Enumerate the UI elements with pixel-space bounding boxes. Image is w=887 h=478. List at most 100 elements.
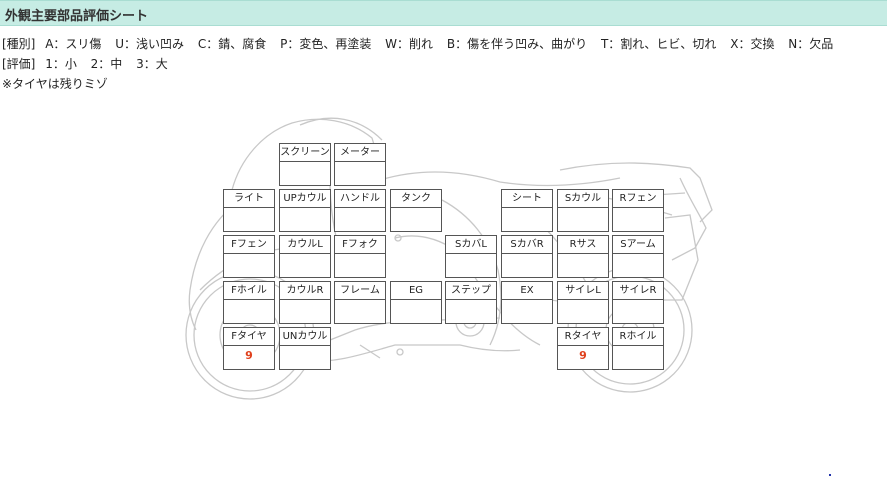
- part-label: タンク: [391, 190, 441, 208]
- part-rating-value[interactable]: [558, 255, 608, 277]
- part-cell[interactable]: Sカウル: [557, 189, 609, 232]
- corner-marker: [829, 474, 831, 476]
- part-rating-value[interactable]: [502, 255, 552, 277]
- part-rating-value[interactable]: [446, 255, 496, 277]
- damage-type-lead: [種別]: [2, 37, 36, 51]
- part-cell[interactable]: EG: [390, 281, 442, 324]
- part-rating-value[interactable]: [335, 163, 385, 185]
- part-label: カウルR: [280, 282, 330, 300]
- part-rating-value[interactable]: [335, 255, 385, 277]
- part-label: Sアーム: [613, 236, 663, 254]
- rating-1: 1：小: [45, 57, 77, 71]
- part-rating-value[interactable]: [558, 301, 608, 323]
- part-label: ステップ: [446, 282, 496, 300]
- part-label: メーター: [335, 144, 385, 162]
- part-cell[interactable]: ハンドル: [334, 189, 386, 232]
- part-label: SカバR: [502, 236, 552, 254]
- tire-note: ※タイヤは残りミゾ: [2, 77, 108, 91]
- part-cell[interactable]: EX: [501, 281, 553, 324]
- part-label: Rタイヤ: [558, 328, 608, 346]
- part-label: ハンドル: [335, 190, 385, 208]
- part-rating-value[interactable]: [613, 301, 663, 323]
- part-cell[interactable]: Fタイヤ 9: [223, 327, 275, 370]
- part-label: Fフォク: [335, 236, 385, 254]
- rating-legend: [評価] 1：小 2：中 3：大: [2, 55, 178, 72]
- part-cell[interactable]: ライト: [223, 189, 275, 232]
- part-label: Fフェン: [224, 236, 274, 254]
- part-cell[interactable]: Rフェン: [612, 189, 664, 232]
- part-cell[interactable]: サイレR: [612, 281, 664, 324]
- damage-type-c: C：錆、腐食: [197, 37, 267, 51]
- part-label: サイレL: [558, 282, 608, 300]
- part-rating-value[interactable]: [224, 255, 274, 277]
- part-rating-value[interactable]: 9: [245, 349, 253, 362]
- part-cell[interactable]: Rホイル: [612, 327, 664, 370]
- part-cell[interactable]: SカバL: [445, 235, 497, 278]
- part-cell[interactable]: カウルR: [279, 281, 331, 324]
- part-cell[interactable]: SカバR: [501, 235, 553, 278]
- part-rating-value[interactable]: [280, 209, 330, 231]
- part-rating-value[interactable]: [280, 301, 330, 323]
- part-cell[interactable]: カウルL: [279, 235, 331, 278]
- part-label: Rサス: [558, 236, 608, 254]
- part-label: SカバL: [446, 236, 496, 254]
- part-cell[interactable]: Fフォク: [334, 235, 386, 278]
- damage-type-w: W：削れ: [385, 37, 434, 51]
- part-cell[interactable]: サイレL: [557, 281, 609, 324]
- part-rating-value[interactable]: [613, 347, 663, 369]
- sheet-header: 外観主要部品評価シート: [0, 0, 887, 26]
- damage-type-b: B：傷を伴う凹み、曲がり: [446, 37, 588, 51]
- part-label: Fホイル: [224, 282, 274, 300]
- part-cell[interactable]: ステップ: [445, 281, 497, 324]
- part-rating-value[interactable]: [335, 209, 385, 231]
- part-label: Sカウル: [558, 190, 608, 208]
- part-rating-value[interactable]: [391, 209, 441, 231]
- rating-2: 2：中: [90, 57, 123, 71]
- damage-type-legend: [種別] A：スリ傷 U：浅い凹み C：錆、腐食 P：変色、再塗装 W：削れ B…: [2, 35, 843, 52]
- part-label: サイレR: [613, 282, 663, 300]
- part-cell[interactable]: シート: [501, 189, 553, 232]
- part-rating-value[interactable]: [335, 301, 385, 323]
- part-label: Rフェン: [613, 190, 663, 208]
- part-cell[interactable]: Rタイヤ 9: [557, 327, 609, 370]
- damage-type-u: U：浅い凹み: [115, 37, 185, 51]
- part-cell[interactable]: Fフェン: [223, 235, 275, 278]
- part-cell[interactable]: Rサス: [557, 235, 609, 278]
- part-rating-value[interactable]: [502, 209, 552, 231]
- part-rating-value[interactable]: [224, 301, 274, 323]
- part-label: EX: [502, 282, 552, 300]
- part-label: フレーム: [335, 282, 385, 300]
- part-rating-value[interactable]: [280, 255, 330, 277]
- part-cell[interactable]: UNカウル: [279, 327, 331, 370]
- part-rating-value[interactable]: [613, 209, 663, 231]
- part-cell[interactable]: Fホイル: [223, 281, 275, 324]
- part-rating-value[interactable]: 9: [579, 349, 587, 362]
- rating-lead: [評価]: [2, 57, 36, 71]
- damage-type-x: X：交換: [730, 37, 775, 51]
- part-label: スクリーン: [280, 144, 330, 162]
- rating-3: 3：大: [136, 57, 168, 71]
- damage-type-a: A：スリ傷: [45, 37, 102, 51]
- part-label: シート: [502, 190, 552, 208]
- part-rating-value[interactable]: [558, 209, 608, 231]
- part-cell[interactable]: スクリーン: [279, 143, 331, 186]
- part-cell[interactable]: メーター: [334, 143, 386, 186]
- part-cell[interactable]: タンク: [390, 189, 442, 232]
- part-label: EG: [391, 282, 441, 300]
- damage-type-t: T：割れ、ヒビ、切れ: [600, 37, 717, 51]
- part-rating-value[interactable]: [391, 301, 441, 323]
- part-cell[interactable]: UPカウル: [279, 189, 331, 232]
- part-label: カウルL: [280, 236, 330, 254]
- part-cell[interactable]: Sアーム: [612, 235, 664, 278]
- part-rating-value[interactable]: [613, 255, 663, 277]
- part-label: Fタイヤ: [224, 328, 274, 346]
- part-rating-value[interactable]: [280, 347, 330, 369]
- part-rating-value[interactable]: [280, 163, 330, 185]
- damage-type-p: P：変色、再塗装: [280, 37, 372, 51]
- part-rating-value[interactable]: [224, 209, 274, 231]
- part-rating-value[interactable]: [502, 301, 552, 323]
- part-cell[interactable]: フレーム: [334, 281, 386, 324]
- part-rating-value[interactable]: [446, 301, 496, 323]
- part-label: UPカウル: [280, 190, 330, 208]
